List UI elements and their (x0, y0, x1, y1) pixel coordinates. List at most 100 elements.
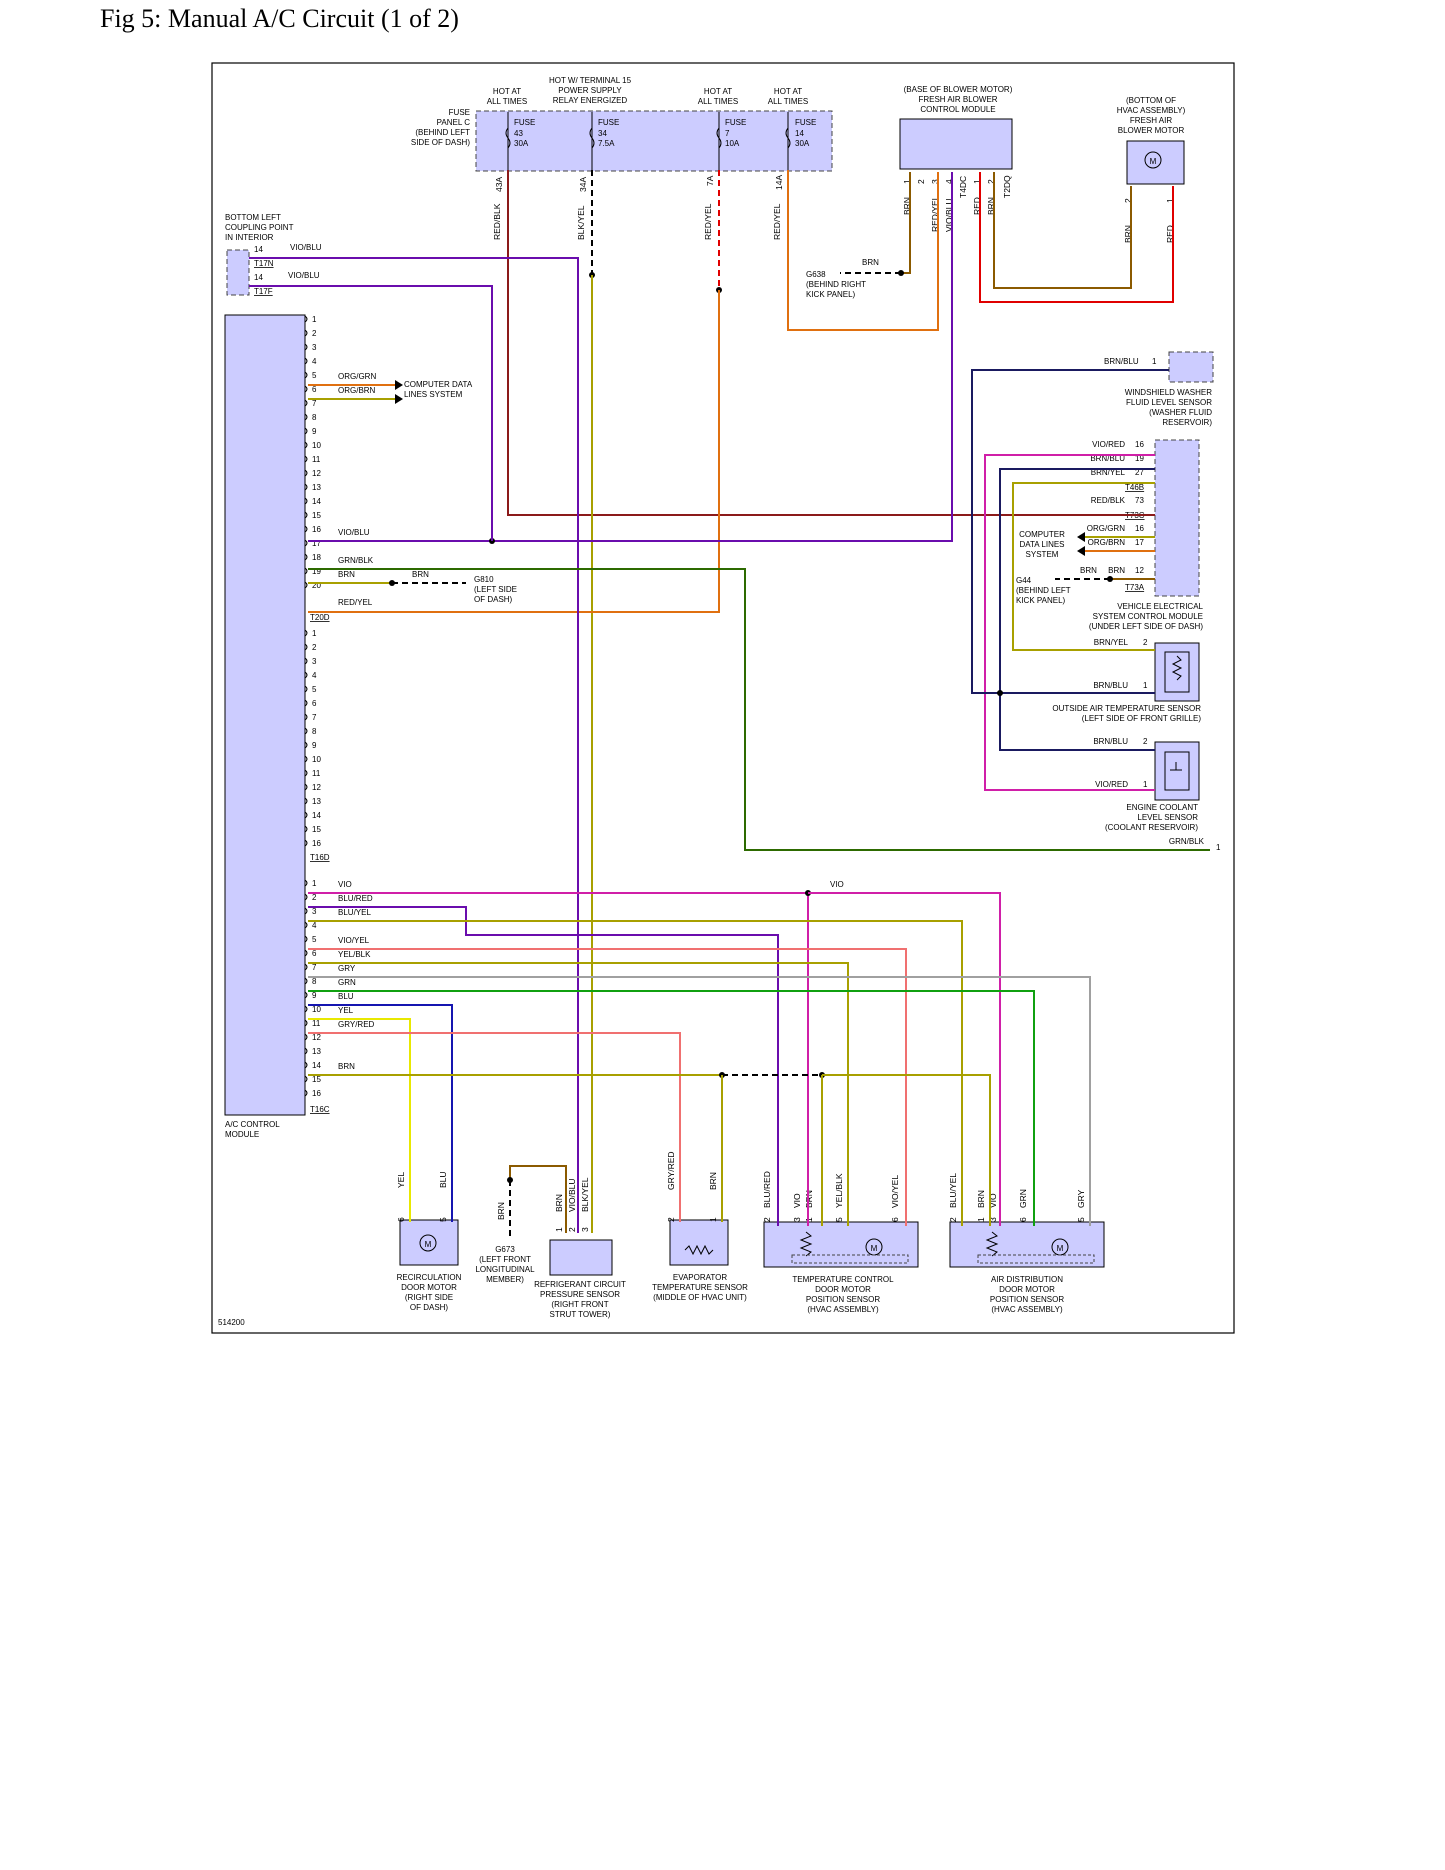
blower-control-wire-red: RED (972, 197, 982, 215)
refrigerant-pressure-sensor: 1 2 3 BRN VIO/BLU BLK/YEL REFRIGERANT CI… (534, 1177, 626, 1319)
t16c-wire-6: YEL/BLK (338, 950, 371, 959)
svg-text:M: M (871, 1244, 878, 1253)
fuse-header-1b: ALL TIMES (487, 97, 527, 106)
t20d-pin-tick-19 (304, 567, 308, 575)
outside-temp-pin-2: 2 (1143, 638, 1148, 647)
blower-motor-label-2: HVAC ASSEMBLY) (1117, 106, 1186, 115)
blower-control-label-1: (BASE OF BLOWER MOTOR) (904, 85, 1013, 94)
vecm-wire-org-grn: ORG/GRN (1087, 524, 1125, 533)
t16c-pin-6: 6 (312, 949, 317, 958)
t16c-pin-3: 3 (312, 907, 317, 916)
temp-door-pin-5: 5 (834, 1217, 844, 1222)
coupling-label-1: BOTTOM LEFT (225, 213, 281, 222)
t16c-pin-tick-4 (304, 921, 308, 929)
t20d-pin-tick-17 (304, 539, 308, 547)
vecm-wire-red-blk: RED/BLK (1091, 496, 1126, 505)
t20d-pin-18: 18 (312, 553, 321, 562)
temp-door-label-4: (HVAC ASSEMBLY) (807, 1305, 879, 1314)
washer-fluid-level-sensor: BRN/BLU 1 WINDSHIELD WASHER FLUID LEVEL … (1104, 351, 1214, 427)
t20d-pin-tick-16 (304, 525, 308, 533)
blower-motor-pin-2: 2 (1123, 198, 1133, 203)
wire-traces (249, 170, 1210, 1236)
t16d-pin-2: 2 (312, 643, 317, 652)
blower-control-conn-t2dq: T2DQ (1002, 175, 1012, 198)
air-door-label-4: (HVAC ASSEMBLY) (991, 1305, 1063, 1314)
coupling-label-2: COUPLING POINT (225, 223, 294, 232)
t16d-pin-12: 12 (312, 783, 321, 792)
t16d-pin-7: 7 (312, 713, 317, 722)
engine-coolant-level-sensor: BRN/BLU 2 VIO/RED 1 ENGINE COOLANT LEVEL… (1093, 737, 1221, 852)
t16c-pin-tick-1 (304, 879, 308, 887)
t20d-pin-10: 10 (312, 441, 321, 450)
t16d-pin-tick-8 (304, 727, 308, 735)
t16d-pin-6: 6 (312, 699, 317, 708)
vecm-pin-16a: 16 (1135, 440, 1144, 449)
t20d-pin-13: 13 (312, 483, 321, 492)
air-door-wire-vio: VIO (988, 1193, 998, 1208)
air-door-pin-6: 6 (1018, 1217, 1028, 1222)
fuse-header-2b: POWER SUPPLY (558, 86, 622, 95)
outside-temp-label-1: OUTSIDE AIR TEMPERATURE SENSOR (1052, 704, 1201, 713)
vecm-pin-73: 73 (1135, 496, 1144, 505)
blower-control-label-3: CONTROL MODULE (920, 105, 995, 114)
air-door-wire-grn: GRN (1018, 1189, 1028, 1208)
blower-motor-label-3: FRESH AIR (1130, 116, 1172, 125)
coolant-label-2: LEVEL SENSOR (1137, 813, 1198, 822)
t16d-pin-1: 1 (312, 629, 317, 638)
g673-wire-label: BRN (496, 1202, 506, 1220)
vecm-conn-t73a: T73A (1125, 583, 1145, 592)
outside-temp-wire-brn-blu: BRN/BLU (1093, 681, 1128, 690)
t20d-pin-tick-13 (304, 483, 308, 491)
g810-label-3: OF DASH) (474, 595, 513, 604)
wire-43 (308, 948, 907, 1226)
blower-motor-pin-1: 1 (1165, 198, 1175, 203)
t16c-pin-14: 14 (312, 1061, 321, 1070)
blower-control-wire-brn: BRN (902, 197, 912, 215)
pressure-label-2: PRESSURE SENSOR (540, 1290, 620, 1299)
coolant-label-1: ENGINE COOLANT (1126, 803, 1198, 812)
evap-wire-brn: BRN (708, 1172, 718, 1190)
pressure-wire-blk-yel: BLK/YEL (580, 1177, 590, 1212)
ground-g44: G44 (BEHIND LEFT KICK PANEL) BRN (1016, 566, 1097, 605)
fuse-header-1a: HOT AT (493, 87, 521, 96)
g673-label-4: MEMBER) (486, 1275, 524, 1284)
g810-wire-label: BRN (412, 570, 429, 579)
wire-36 (971, 369, 1169, 694)
coupling-pin-2: 14 (254, 273, 263, 282)
outside-temp-label-2: (LEFT SIDE OF FRONT GRILLE) (1082, 714, 1202, 723)
fuse-header-2c: RELAY ENERGIZED (553, 96, 628, 105)
t16d-pin-tick-9 (304, 741, 308, 749)
blower-control-wire-vio-blu: VIO/BLU (944, 198, 954, 232)
ac-module-label-2: MODULE (225, 1130, 259, 1139)
t16c-pin-11: 11 (312, 1019, 321, 1028)
fuse-panel-label-4: SIDE OF DASH) (411, 138, 470, 147)
wire-47 (308, 1004, 453, 1222)
t16c-pin-1: 1 (312, 879, 317, 888)
air-door-pin-2: 2 (948, 1217, 958, 1222)
t16d-pin-tick-1 (304, 629, 308, 637)
t16d-pin-tick-2 (304, 643, 308, 651)
g810-label-1: G810 (474, 575, 494, 584)
t16d-pin-11: 11 (312, 769, 321, 778)
t20d-pin-tick-4 (304, 357, 308, 365)
coolant-pin-2: 2 (1143, 737, 1148, 746)
t20d-pin-tick-5 (304, 371, 308, 379)
g673-label-1: G673 (495, 1245, 515, 1254)
data-line-arrow-19 (395, 380, 403, 390)
fuse-header-4b: ALL TIMES (768, 97, 808, 106)
wire-15 (993, 172, 1132, 289)
wire-41 (308, 906, 779, 1226)
blower-motor-wire-red: RED (1165, 225, 1175, 243)
g673-label-2: (LEFT FRONT (479, 1255, 531, 1264)
t16c-pin-tick-13 (304, 1047, 308, 1055)
washer-wire-label: BRN/BLU (1104, 357, 1139, 366)
fuse-34-amps: 7.5A (598, 139, 615, 148)
g638-label-3: KICK PANEL) (806, 290, 856, 299)
fuse-panel-label-2: PANEL C (437, 118, 471, 127)
t16c-pin-tick-12 (304, 1033, 308, 1041)
fuse-7-num: 7 (725, 129, 730, 138)
pressure-pin-1: 1 (554, 1227, 564, 1232)
pressure-pin-2: 2 (567, 1227, 577, 1232)
t20d-pin-tick-7 (304, 399, 308, 407)
